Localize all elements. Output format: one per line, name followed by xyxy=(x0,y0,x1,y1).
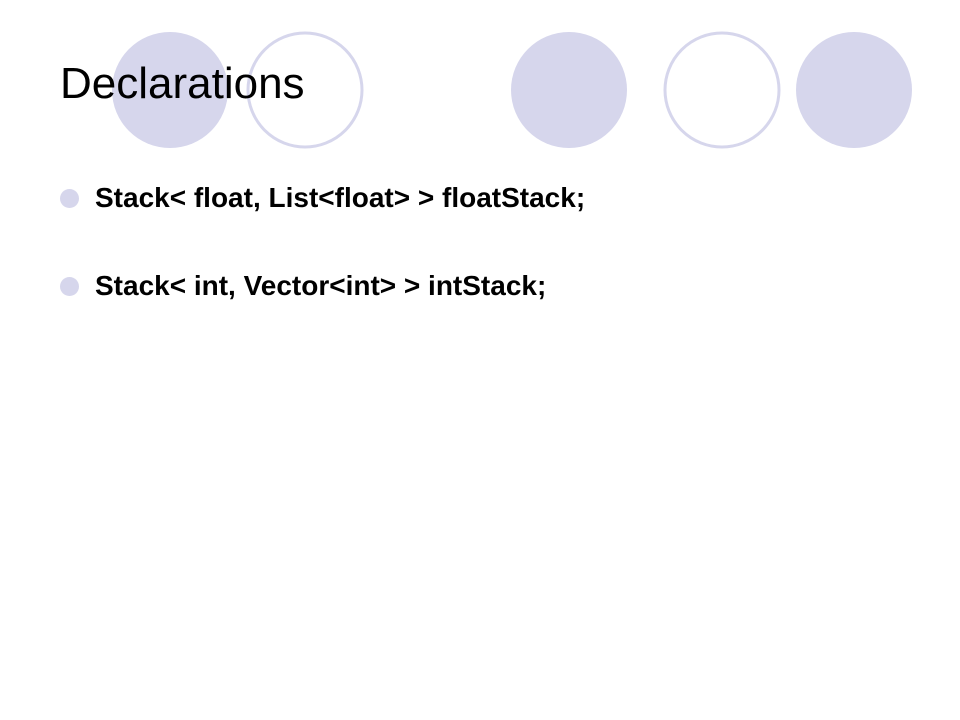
bullet-text: Stack< float, List<float> > floatStack; xyxy=(95,182,586,213)
deco-circle-filled-3 xyxy=(796,32,912,148)
deco-circle-filled-1 xyxy=(112,32,228,148)
deco-circle-outline-2 xyxy=(663,31,781,149)
bullet-item: Stack< float, List<float> > floatStack; xyxy=(60,178,585,218)
bullet-icon xyxy=(60,188,79,208)
slide-title: Declarations xyxy=(60,59,305,108)
bullet-text: Stack< int, Vector<int> > intStack; xyxy=(95,270,547,301)
deco-circle-filled-2 xyxy=(511,32,627,148)
bullet-item: Stack< int, Vector<int> > intStack; xyxy=(60,266,585,306)
bullet-list: Stack< float, List<float> > floatStack; … xyxy=(60,178,585,354)
decorative-circles xyxy=(112,31,912,149)
deco-circle-outline-1 xyxy=(246,31,364,149)
bullet-icon xyxy=(60,276,79,296)
